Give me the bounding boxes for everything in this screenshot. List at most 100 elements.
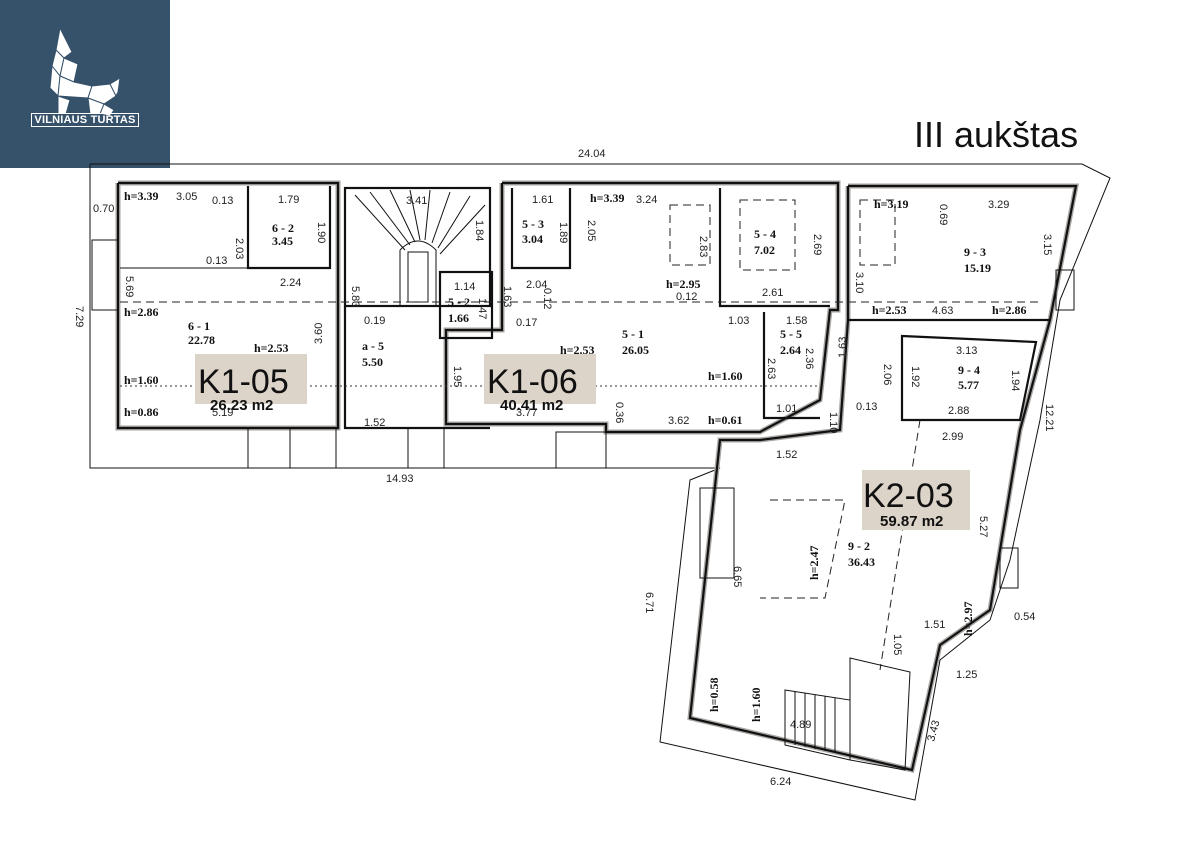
room-area: 36.43	[848, 555, 875, 569]
room-labels: 6 - 23.45 6 - 122.78 a - 55.50 5 - 33.04…	[188, 217, 991, 569]
svg-text:3.62: 3.62	[668, 415, 689, 427]
svg-text:6.24: 6.24	[770, 776, 791, 788]
svg-text:h=2.53: h=2.53	[872, 303, 907, 317]
room-area: 3.45	[272, 234, 293, 248]
svg-text:0.70: 0.70	[93, 203, 114, 215]
room-id: 9 - 3	[964, 245, 986, 259]
svg-text:2.24: 2.24	[280, 277, 301, 289]
room-id: 5 - 5	[780, 327, 802, 341]
floor-title: III aukštas	[914, 114, 1079, 155]
svg-text:5.69: 5.69	[123, 276, 135, 297]
svg-text:3.43: 3.43	[925, 719, 942, 743]
unit-k1-06-id: K1-06	[487, 363, 578, 401]
svg-text:12.21: 12.21	[1043, 404, 1055, 432]
svg-text:1.10: 1.10	[827, 412, 839, 433]
svg-text:1.58: 1.58	[786, 315, 807, 327]
svg-text:1.47: 1.47	[476, 298, 488, 319]
unit-k2-03-area: 59.87 m2	[880, 513, 943, 530]
svg-text:3.29: 3.29	[988, 199, 1009, 211]
svg-text:6.65: 6.65	[731, 566, 743, 587]
svg-text:h=1.60: h=1.60	[708, 369, 743, 383]
svg-text:h=2.97: h=2.97	[961, 601, 975, 636]
svg-text:14.93: 14.93	[386, 473, 414, 485]
svg-text:5.27: 5.27	[977, 516, 989, 537]
unit-k1-05-area: 26.23 m2	[210, 397, 273, 414]
brand-name: VILNIAUS TURTAS	[0, 113, 170, 127]
svg-text:0.19: 0.19	[364, 315, 385, 327]
room-area: 3.04	[522, 232, 543, 246]
svg-text:h=3.39: h=3.39	[124, 189, 159, 203]
svg-text:6.71: 6.71	[643, 592, 655, 613]
height-labels: h=3.39 h=2.86 h=2.53 h=1.60 h=0.86 h=3.3…	[124, 189, 1027, 722]
room-area: 15.19	[964, 261, 991, 275]
svg-text:3.41: 3.41	[406, 195, 427, 207]
svg-text:1.03: 1.03	[728, 315, 749, 327]
svg-text:5.83: 5.83	[349, 286, 361, 307]
svg-text:0.36: 0.36	[613, 402, 625, 423]
svg-text:2.06: 2.06	[881, 364, 893, 385]
svg-text:1.25: 1.25	[956, 669, 977, 681]
room-area: 5.50	[362, 355, 383, 369]
svg-text:7.29: 7.29	[73, 306, 85, 327]
svg-text:1.61: 1.61	[532, 194, 553, 206]
svg-text:h=1.60: h=1.60	[124, 373, 159, 387]
svg-text:5.19: 5.19	[212, 407, 233, 419]
svg-text:1.01: 1.01	[776, 403, 797, 415]
svg-text:1.89: 1.89	[557, 222, 569, 243]
svg-text:1.63: 1.63	[837, 337, 849, 358]
svg-text:3.24: 3.24	[636, 194, 657, 206]
room-area: 22.78	[188, 333, 215, 347]
svg-text:0.13: 0.13	[856, 401, 877, 413]
unit-k1-06-area: 40.41 m2	[500, 397, 563, 414]
svg-text:1.90: 1.90	[315, 222, 327, 243]
svg-text:h=0.86: h=0.86	[124, 405, 159, 419]
svg-text:1.84: 1.84	[473, 220, 485, 241]
svg-text:h=2.95: h=2.95	[666, 277, 701, 291]
svg-text:1.95: 1.95	[451, 366, 463, 387]
unit-k1-05-label-bg	[195, 354, 307, 404]
svg-text:2.36: 2.36	[803, 348, 815, 369]
svg-text:0.13: 0.13	[212, 195, 233, 207]
svg-text:2.61: 2.61	[762, 287, 783, 299]
svg-text:4.89: 4.89	[790, 719, 811, 731]
svg-text:3.13: 3.13	[956, 345, 977, 357]
svg-text:1.52: 1.52	[364, 417, 385, 429]
room-id: 6 - 1	[188, 319, 210, 333]
svg-text:1.63: 1.63	[501, 286, 513, 307]
svg-text:h=2.53: h=2.53	[254, 341, 289, 355]
svg-text:3.10: 3.10	[853, 272, 865, 293]
svg-text:2.04: 2.04	[526, 279, 547, 291]
svg-text:1.92: 1.92	[909, 366, 921, 387]
svg-text:2.03: 2.03	[233, 238, 245, 259]
svg-text:h=2.86: h=2.86	[992, 303, 1027, 317]
svg-text:2.69: 2.69	[811, 234, 823, 255]
svg-text:0.54: 0.54	[1014, 611, 1035, 623]
svg-text:0.13: 0.13	[206, 255, 227, 267]
svg-text:h=2.53: h=2.53	[560, 343, 595, 357]
room-area: 7.02	[754, 243, 775, 257]
unit-k2-03-label-bg	[862, 470, 970, 530]
logo-panel: VILNIAUS TURTAS	[0, 0, 170, 168]
svg-text:3.05: 3.05	[176, 191, 197, 203]
svg-text:1.79: 1.79	[278, 194, 299, 206]
svg-text:3.77: 3.77	[516, 407, 537, 419]
svg-text:2.05: 2.05	[585, 220, 597, 241]
unit-k1-06-walls	[438, 180, 841, 435]
svg-text:h=0.61: h=0.61	[708, 413, 743, 427]
svg-text:h=3.19: h=3.19	[874, 197, 909, 211]
svg-text:24.04: 24.04	[578, 148, 606, 160]
svg-text:h=1.60: h=1.60	[749, 687, 763, 722]
svg-text:1.94: 1.94	[1009, 370, 1021, 391]
room-id: 9 - 4	[958, 363, 980, 377]
unit-k1-05-walls	[115, 180, 341, 431]
svg-text:4.63: 4.63	[932, 305, 953, 317]
svg-text:2.99: 2.99	[942, 431, 963, 443]
svg-text:h=2.47: h=2.47	[807, 545, 821, 580]
openings	[91, 239, 1075, 589]
room-id: a - 5	[362, 339, 384, 353]
wolf-logo-icon	[49, 26, 121, 117]
svg-text:h=0.58: h=0.58	[707, 677, 721, 712]
room-id: 9 - 2	[848, 539, 870, 553]
room-area: 2.64	[780, 343, 801, 357]
